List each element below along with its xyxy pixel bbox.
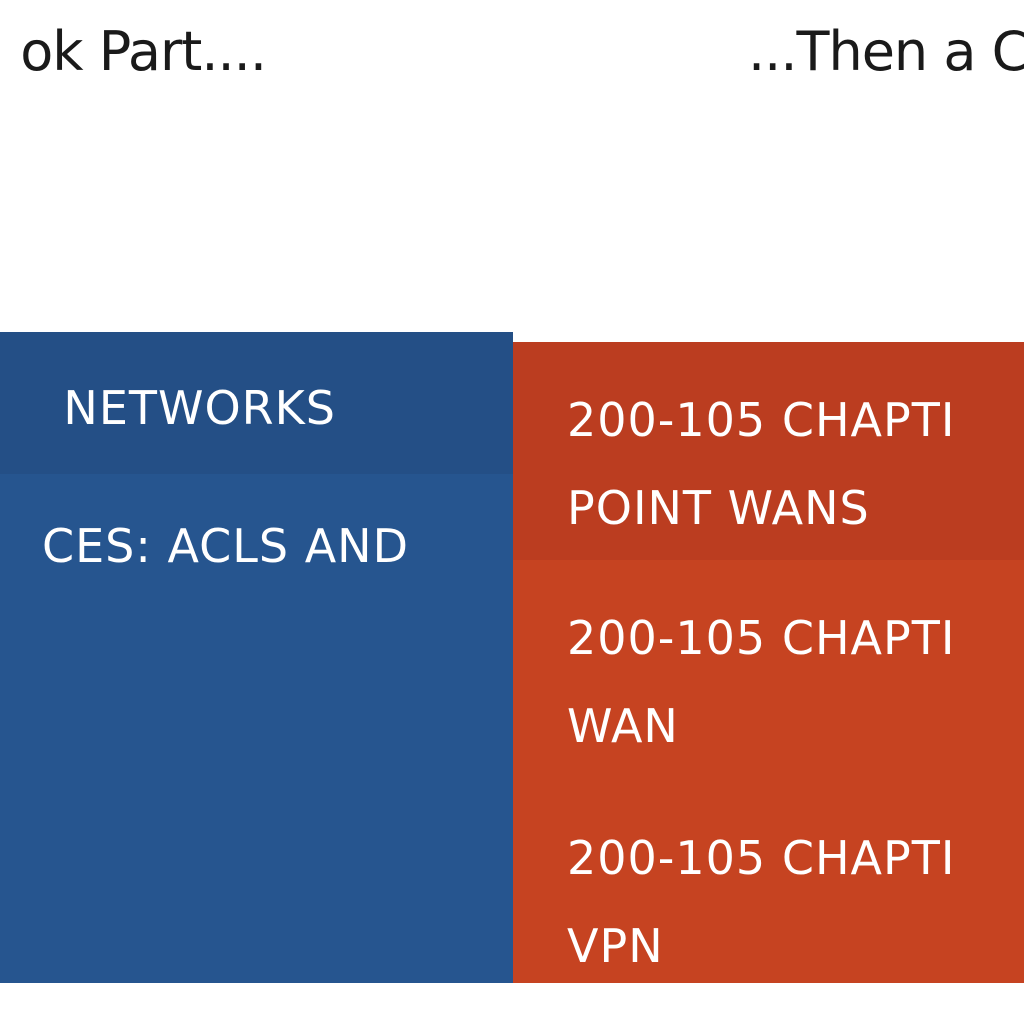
chapter-row-line-2: WAN (567, 699, 679, 753)
book-part-row: CES: ACLS AND (0, 474, 513, 804)
chapter-row-line-1: 200-105 CHAPTI (567, 611, 956, 665)
book-part-row: NG AND (0, 804, 513, 983)
book-part-panel: NETWORKS CES: ACLS AND NG AND (0, 332, 513, 983)
header-right-title: ...Then a C (748, 20, 1024, 83)
chapter-row-line-2: VPN (567, 919, 664, 973)
chapter-row-line-1: 200-105 CHAPTI (567, 831, 956, 885)
chapter-row-label: 200-105 CHAPTI POINT WANS (567, 379, 955, 555)
chapter-row-label: 200-105 CHAPTI WAN (567, 597, 955, 773)
chapter-row-line-1: 200-105 CHAPTI (567, 393, 956, 447)
chapter-row-line-2: POINT WANS (567, 481, 870, 535)
header-left-title: ok Part.... (20, 20, 267, 83)
book-part-row-label: NG AND (30, 804, 222, 814)
chapter-row-label: 200-105 CHAPTI VPN (567, 817, 955, 983)
chapter-row: 200-105 CHAPTI POINT WANS (513, 342, 1024, 560)
book-part-row: NETWORKS (0, 332, 513, 474)
chapter-panel: 200-105 CHAPTI POINT WANS 200-105 CHAPTI… (513, 342, 1024, 983)
chapter-row: 200-105 CHAPTI VPN (513, 779, 1024, 983)
book-part-row-label: CES: ACLS AND (41, 519, 409, 573)
book-part-row-label: NETWORKS (63, 381, 336, 435)
chapter-row: 200-105 CHAPTI WAN (513, 560, 1024, 779)
